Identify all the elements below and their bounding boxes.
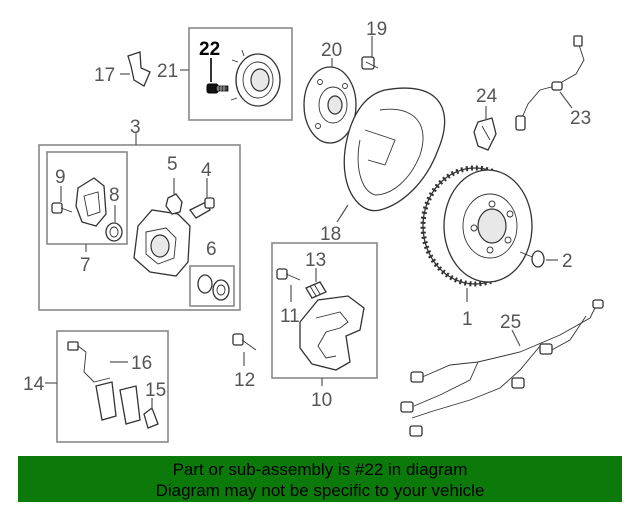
part-2-bolt[interactable] bbox=[519, 250, 545, 268]
callout-15: 15 bbox=[145, 380, 166, 401]
notice-banner: Part or sub-assembly is #22 in diagram D… bbox=[18, 456, 622, 502]
callout-17: 17 bbox=[94, 65, 115, 86]
callout-8: 8 bbox=[109, 185, 120, 206]
part-12-bolt[interactable] bbox=[232, 333, 257, 351]
callout-3: 3 bbox=[130, 117, 141, 138]
part-1-brake-rotor[interactable] bbox=[420, 165, 533, 287]
group-box-7 bbox=[46, 151, 128, 245]
callout-10: 10 bbox=[311, 390, 332, 411]
callout-19: 19 bbox=[366, 19, 387, 40]
callout-6: 6 bbox=[206, 239, 217, 260]
group-box-6 bbox=[189, 265, 235, 307]
callout-12: 12 bbox=[234, 370, 255, 391]
group-box-14 bbox=[56, 330, 169, 443]
callout-18: 18 bbox=[320, 224, 341, 245]
callout-1: 1 bbox=[462, 309, 473, 330]
part-24-sensor-bracket[interactable] bbox=[473, 117, 497, 151]
callout-4: 4 bbox=[201, 160, 212, 181]
part-21-wheel-bearing[interactable] bbox=[230, 49, 281, 107]
part-13-guide-boot[interactable] bbox=[305, 281, 327, 299]
callout-21: 21 bbox=[157, 61, 178, 82]
part-14-brake-pad-set[interactable] bbox=[95, 381, 141, 425]
part-17-bracket[interactable] bbox=[127, 51, 151, 87]
part-25-wiring-harness[interactable] bbox=[400, 299, 604, 437]
part-18-dust-shield[interactable] bbox=[343, 87, 446, 212]
banner-line-2: Diagram may not be specific to your vehi… bbox=[155, 481, 485, 500]
callout-24: 24 bbox=[476, 86, 498, 107]
group-box-10 bbox=[271, 242, 378, 379]
callout-7: 7 bbox=[80, 255, 91, 276]
banner-line-1: Part or sub-assembly is #22 in diagram bbox=[172, 460, 468, 479]
callout-9: 9 bbox=[55, 167, 66, 188]
leader-25 bbox=[511, 329, 521, 347]
callout-20: 20 bbox=[321, 40, 342, 61]
part-3-brake-caliper[interactable] bbox=[133, 209, 191, 277]
leader-18 bbox=[336, 204, 349, 223]
callout-11: 11 bbox=[280, 306, 300, 327]
part-4-bleeder-screw[interactable] bbox=[189, 197, 215, 219]
part-9-bolt[interactable] bbox=[51, 202, 73, 214]
part-5-bleeder-cap[interactable] bbox=[165, 193, 183, 215]
part-15-clip[interactable] bbox=[143, 406, 159, 429]
part-19-bolt[interactable] bbox=[361, 56, 379, 70]
group-box-21 bbox=[188, 27, 293, 121]
callout-5: 5 bbox=[167, 154, 178, 175]
part-7-guide-housing[interactable] bbox=[75, 177, 107, 227]
part-11-guide-bolt[interactable] bbox=[276, 268, 301, 281]
leader-23 bbox=[559, 91, 573, 109]
callout-22: 22 bbox=[199, 39, 220, 60]
callout-14: 14 bbox=[23, 374, 45, 395]
part-22-bolt[interactable] bbox=[206, 83, 229, 94]
part-8-seal-ring[interactable] bbox=[105, 222, 123, 242]
callout-23: 23 bbox=[570, 108, 591, 129]
callout-2: 2 bbox=[562, 251, 573, 272]
part-10-caliper-carrier[interactable] bbox=[299, 295, 365, 371]
group-box-3 bbox=[38, 144, 241, 311]
part-16-wear-sensor[interactable] bbox=[67, 341, 111, 383]
part-6-seal-kit[interactable] bbox=[197, 274, 230, 301]
callout-25: 25 bbox=[500, 312, 521, 333]
callout-13: 13 bbox=[305, 250, 326, 271]
part-23-brake-hose[interactable] bbox=[515, 35, 585, 131]
part-20-hub-flange[interactable] bbox=[303, 66, 357, 144]
callout-16: 16 bbox=[131, 353, 152, 374]
exploded-parts-diagram: 1 2 3 4 5 6 7 8 9 10 11 12 13 14 15 16 1… bbox=[23, 19, 604, 443]
